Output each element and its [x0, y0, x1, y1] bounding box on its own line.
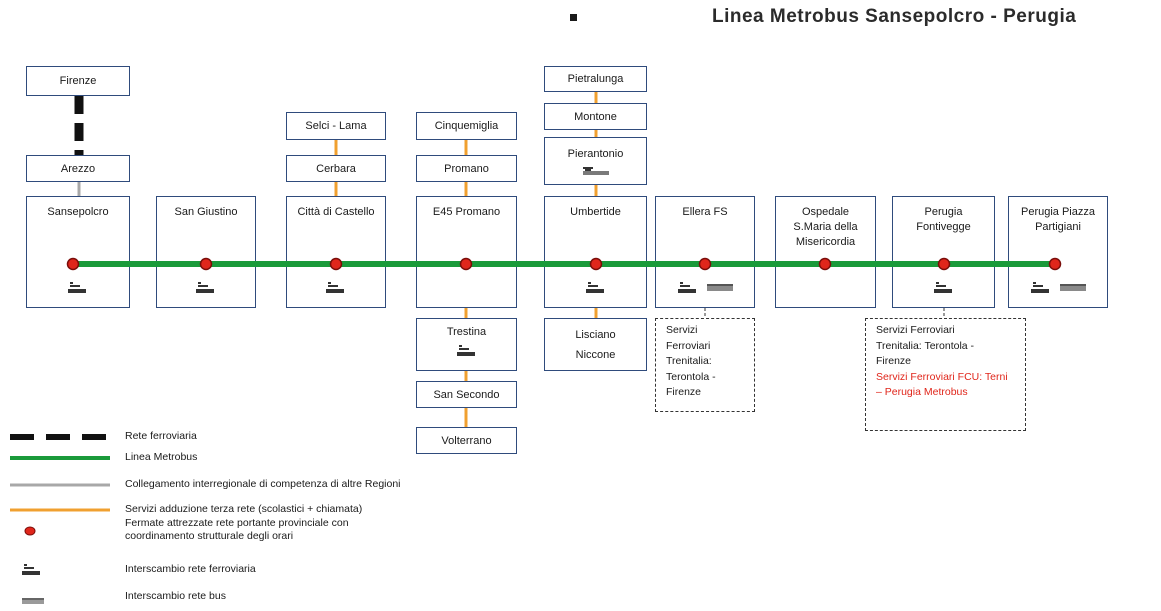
rail-interchange-icon	[22, 564, 40, 575]
rail-interchange-icon	[456, 345, 475, 356]
stop-marker-ellera	[698, 257, 712, 271]
feeder-label-pierantonio: Pierantonio	[567, 148, 624, 160]
station-label: Sansepolcro	[47, 206, 109, 218]
station-label: Perugia Piazza Partigiani	[1021, 206, 1095, 233]
note-ellera: Servizi Ferroviari Trenitalia: Terontola…	[655, 318, 755, 412]
rail-interchange-icon	[196, 282, 214, 293]
stop-markers	[66, 257, 1062, 271]
feeder-box-pietralunga: Pietralunga	[544, 66, 647, 92]
legend-label: Interscambio rete bus	[125, 590, 226, 602]
feeder-box-promano: Promano	[416, 155, 517, 182]
station-box: Umbertide	[544, 196, 647, 308]
station-box: E45 Promano	[416, 196, 517, 308]
feeder-box-selci-lama: Selci - Lama	[286, 112, 386, 140]
station-box: Perugia Fontivegge	[892, 196, 995, 308]
station-box: Città di Castello	[286, 196, 386, 308]
station-label: Città di Castello	[297, 206, 375, 218]
legend-stop-marker	[24, 526, 36, 536]
legend-label: Rete ferroviaria	[125, 430, 197, 442]
station-icons	[27, 281, 129, 295]
station-label: Perugia Fontivegge	[916, 206, 971, 233]
feeder-box-pierantonio: Pierantonio	[544, 137, 647, 185]
note-ellera-text: Servizi Ferroviari Trenitalia: Terontola…	[666, 324, 716, 398]
legend-label: Linea Metrobus	[125, 451, 198, 463]
station-box: Ospedale S.Maria della Misericordia	[775, 196, 876, 308]
title-bullet	[570, 14, 577, 21]
feeder-label-lisciano-niccone: Lisciano Niccone	[575, 328, 616, 361]
feeder-box-cinquemiglia: Cinquemiglia	[416, 112, 517, 140]
rail-interchange-icon	[326, 282, 344, 293]
feeder-box-cerbara: Cerbara	[286, 155, 386, 182]
rail-interchange-icon	[933, 282, 952, 293]
station-label: E45 Promano	[432, 206, 501, 218]
rail-interchange-icon	[1031, 282, 1049, 293]
legend-label: Servizi adduzione terza rete (scolastici…	[125, 503, 363, 515]
station-label: Umbertide	[570, 206, 621, 218]
station-icons	[656, 281, 754, 295]
feeder-box-montone: Montone	[544, 103, 647, 130]
station-label: Ellera FS	[682, 206, 728, 218]
stop-marker-ospedale	[818, 257, 832, 271]
stop-marker-piazza-partigiani	[1048, 257, 1062, 271]
rail-interchange-icon	[678, 282, 696, 293]
bus-interchange-icon	[707, 284, 733, 291]
station-icons	[287, 281, 385, 295]
legend-label: Interscambio rete ferroviaria	[125, 563, 256, 575]
feeder-box-volterrano: Volterrano	[416, 427, 517, 454]
station-icons	[545, 281, 646, 295]
stop-marker-citta-di-castello	[329, 257, 343, 271]
feeder-box-firenze: Firenze	[26, 66, 130, 96]
station-label: San Giustino	[174, 206, 238, 218]
station-box: San Giustino	[156, 196, 256, 308]
legend-label: Fermate attrezzate rete portante provinc…	[125, 517, 349, 542]
stop-marker-fontivegge	[937, 257, 951, 271]
station-box: Sansepolcro	[26, 196, 130, 308]
feeder-box-san-secondo: San Secondo	[416, 381, 517, 408]
feeder-box-arezzo: Arezzo	[26, 155, 130, 182]
stop-marker-e45-promano	[459, 257, 473, 271]
rail-interchange-icon	[585, 282, 604, 293]
feeder-box-trestina: Trestina	[416, 318, 517, 371]
note-fontivegge: Servizi Ferroviari Trenitalia: Terontola…	[865, 318, 1026, 431]
stop-marker-sansepolcro	[66, 257, 80, 271]
bus-interchange-icon	[1060, 284, 1086, 291]
station-icons	[1009, 281, 1107, 295]
stop-marker-umbertide	[589, 257, 603, 271]
station-icons	[157, 281, 255, 295]
legend-rail-line	[10, 434, 110, 440]
station-box: Ellera FS	[655, 196, 755, 308]
rail-interchange-icon	[68, 282, 86, 293]
feeder-links	[334, 92, 598, 427]
legend-label: Collegamento interregionale di competenz…	[125, 478, 401, 490]
legend-interregional-line	[10, 483, 110, 487]
station-box: Perugia Piazza Partigiani	[1008, 196, 1108, 308]
legend-metrobus-line	[10, 456, 110, 460]
station-icons	[893, 281, 994, 295]
feeder-label-trestina: Trestina	[446, 326, 487, 338]
page-title: Linea Metrobus Sansepolcro - Perugia	[712, 6, 1077, 27]
stop-marker-san-giustino	[199, 257, 213, 271]
feeder-box-lisciano-niccone: Lisciano Niccone	[544, 318, 647, 371]
bus-interchange-icon	[582, 167, 609, 175]
bus-interchange-icon	[22, 598, 44, 604]
station-label: Ospedale S.Maria della Misericordia	[793, 206, 858, 248]
note-fontivegge-red: Servizi Ferroviari FCU: Terni – Perugia …	[876, 370, 1008, 399]
legend-feeder-line	[10, 508, 110, 512]
note-fontivegge-black: Servizi Ferroviari Trenitalia: Terontola…	[876, 324, 975, 367]
